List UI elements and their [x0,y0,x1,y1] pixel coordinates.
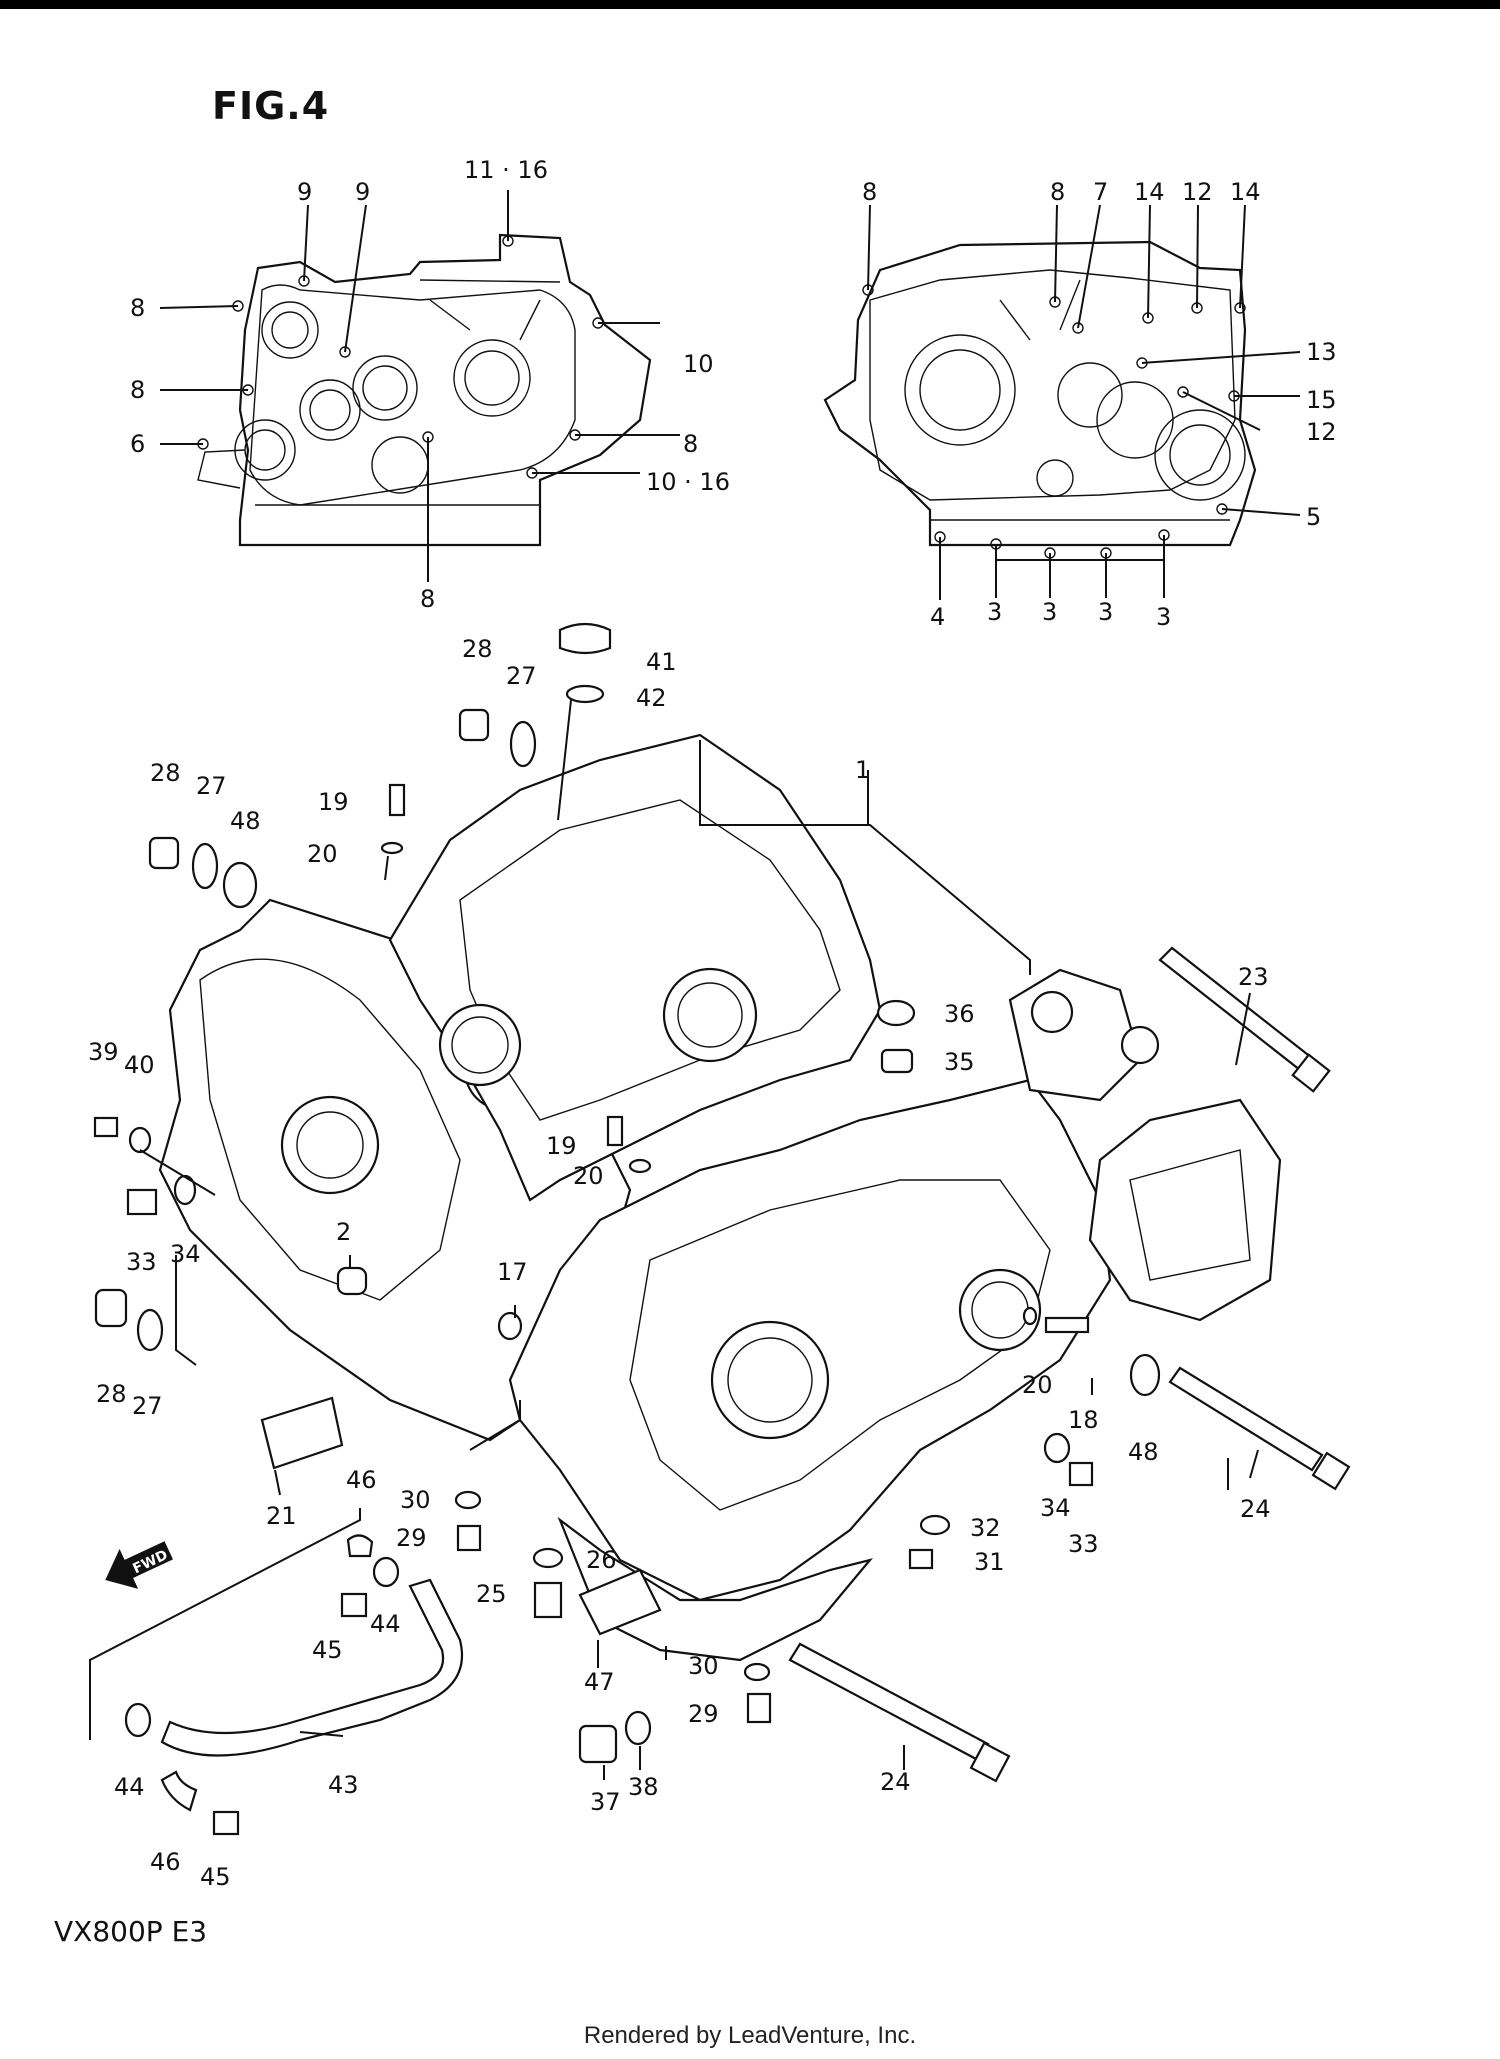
callout-40: 40 [124,1051,155,1079]
callout-34-left: 34 [170,1240,201,1268]
callout-18: 18 [1068,1406,1099,1434]
main-callouts: 1 2 17 18 19 19 20 20 20 21 23 24 24 25 … [88,635,1271,1891]
callout-8c: 8 [683,430,698,458]
left-view-leaders [159,190,680,582]
callout-20-center: 20 [573,1162,604,1190]
callout-8e: 8 [862,178,877,206]
callout-35: 35 [944,1048,975,1076]
callout-27-top: 27 [506,662,537,690]
model-code: VX800P E3 [54,1915,208,1948]
left-view-callouts: 9 9 11 · 16 8 8 6 10 8 10 · 16 8 [130,156,730,613]
callout-8d: 8 [420,585,435,613]
right-crankcase-view [823,240,1257,559]
callout-24-right: 24 [1240,1495,1271,1523]
callout-12b: 12 [1306,418,1337,446]
callout-8b: 8 [130,376,145,404]
callout-31: 31 [974,1548,1005,1576]
callout-8f: 8 [1050,178,1065,206]
callout-3a: 3 [987,598,1002,626]
callout-10: 10 [683,350,714,378]
callout-29-lower: 29 [688,1700,719,1728]
callout-45-upper: 45 [312,1636,343,1664]
callout-11-16: 11 · 16 [464,156,548,184]
callout-46-lower: 46 [150,1848,181,1876]
callout-24-bottom: 24 [880,1768,911,1796]
callout-3c: 3 [1098,598,1113,626]
callout-34-right: 34 [1040,1494,1071,1522]
callout-4: 4 [930,603,945,631]
right-view-leaders [867,204,1301,600]
callout-41: 41 [646,648,677,676]
footer-credit: Rendered by LeadVenture, Inc. [583,2022,917,2049]
small-parts [93,622,1351,1836]
main-crankcase-assembly [158,733,1282,1662]
callout-48-left: 48 [230,807,261,835]
callout-20-top: 20 [307,840,338,868]
callout-6: 6 [130,430,145,458]
callout-25: 25 [476,1580,507,1608]
callout-14b: 14 [1230,178,1261,206]
callout-13: 13 [1306,338,1337,366]
callout-46-upper: 46 [346,1466,377,1494]
fwd-arrow-icon: FWD [105,1541,173,1589]
callout-15: 15 [1306,386,1337,414]
callout-10-16: 10 · 16 [646,468,730,496]
callout-5: 5 [1306,503,1321,531]
callout-14a: 14 [1134,178,1165,206]
callout-7: 7 [1093,178,1108,206]
callout-3b: 3 [1042,598,1057,626]
main-leaders [89,699,1259,1780]
callout-42: 42 [636,684,667,712]
callout-2: 2 [336,1218,351,1246]
callout-27-lower: 27 [132,1392,163,1420]
callout-44-upper: 44 [370,1610,401,1638]
callout-39: 39 [88,1038,119,1066]
callout-19-center: 19 [546,1132,577,1160]
callout-23: 23 [1238,963,1269,991]
callout-43: 43 [328,1771,359,1799]
callout-47: 47 [584,1668,615,1696]
callout-28-lower: 28 [96,1380,127,1408]
callout-9b: 9 [355,178,370,206]
callout-33-left: 33 [126,1248,157,1276]
left-crankcase-view [197,233,652,547]
right-view-callouts: 8 8 7 14 12 14 13 15 12 5 4 3 3 3 3 [862,178,1337,631]
figure-title: FIG.4 [212,84,330,128]
callout-1: 1 [855,756,870,784]
callout-28-top: 28 [462,635,493,663]
callout-33-right: 33 [1068,1530,1099,1558]
callout-37: 37 [590,1788,621,1816]
callout-38: 38 [628,1773,659,1801]
callout-30-lower: 30 [688,1652,719,1680]
callout-36: 36 [944,1000,975,1028]
callout-17: 17 [497,1258,528,1286]
callout-26: 26 [586,1546,617,1574]
callout-20-right: 20 [1022,1371,1053,1399]
top-border [0,0,1500,9]
callout-9a: 9 [297,178,312,206]
callout-28-left: 28 [150,759,181,787]
callout-48-right: 48 [1128,1438,1159,1466]
callout-45-lower: 45 [200,1863,231,1891]
callout-30-upper: 30 [400,1486,431,1514]
callout-21: 21 [266,1502,297,1530]
callout-29-upper: 29 [396,1524,427,1552]
callout-3d: 3 [1156,603,1171,631]
callout-32: 32 [970,1514,1001,1542]
callout-19-top: 19 [318,788,349,816]
callout-27-left: 27 [196,772,227,800]
callout-8a: 8 [130,294,145,322]
callout-44-lower: 44 [114,1773,145,1801]
callout-12a: 12 [1182,178,1213,206]
